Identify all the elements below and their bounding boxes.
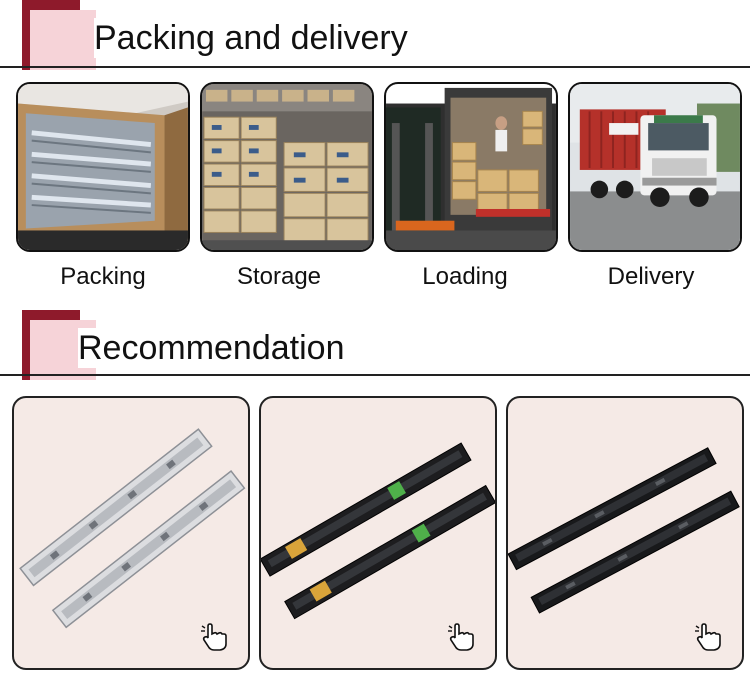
header-rule (0, 374, 750, 376)
warehouse-shelves-photo (202, 84, 372, 250)
caption-packing: Packing (60, 263, 146, 290)
section-title-recommendation: Recommendation (78, 328, 351, 368)
black-soft-close-slide-photo (261, 442, 495, 620)
photo-storage[interactable] (200, 82, 374, 252)
header-rule (0, 66, 750, 68)
section-header-recommendation: Recommendation (0, 310, 750, 380)
photo-delivery[interactable] (568, 82, 742, 252)
silver-drawer-slide-photo (19, 428, 246, 629)
section-header-packing: Packing and delivery (0, 0, 750, 70)
truck-photo (570, 84, 740, 250)
caption-delivery: Delivery (607, 263, 695, 290)
hand-pointer-icon[interactable] (447, 622, 481, 652)
caption-loading: Loading (422, 263, 508, 290)
photo-packing[interactable] (16, 82, 190, 252)
caption-storage: Storage (236, 263, 322, 290)
cardboard-box-photo (18, 84, 188, 250)
product-card-black-slide[interactable] (506, 396, 744, 670)
hand-pointer-icon[interactable] (200, 622, 234, 652)
header-accent-block-light (30, 10, 96, 70)
product-card-black-soft-close-slide[interactable] (259, 396, 497, 670)
container-loading-photo (386, 84, 556, 250)
product-card-silver-slide[interactable] (12, 396, 250, 670)
photo-loading[interactable] (384, 82, 558, 252)
hand-pointer-icon[interactable] (694, 622, 728, 652)
black-drawer-slide-photo (508, 447, 740, 614)
section-title-packing: Packing and delivery (94, 18, 414, 58)
